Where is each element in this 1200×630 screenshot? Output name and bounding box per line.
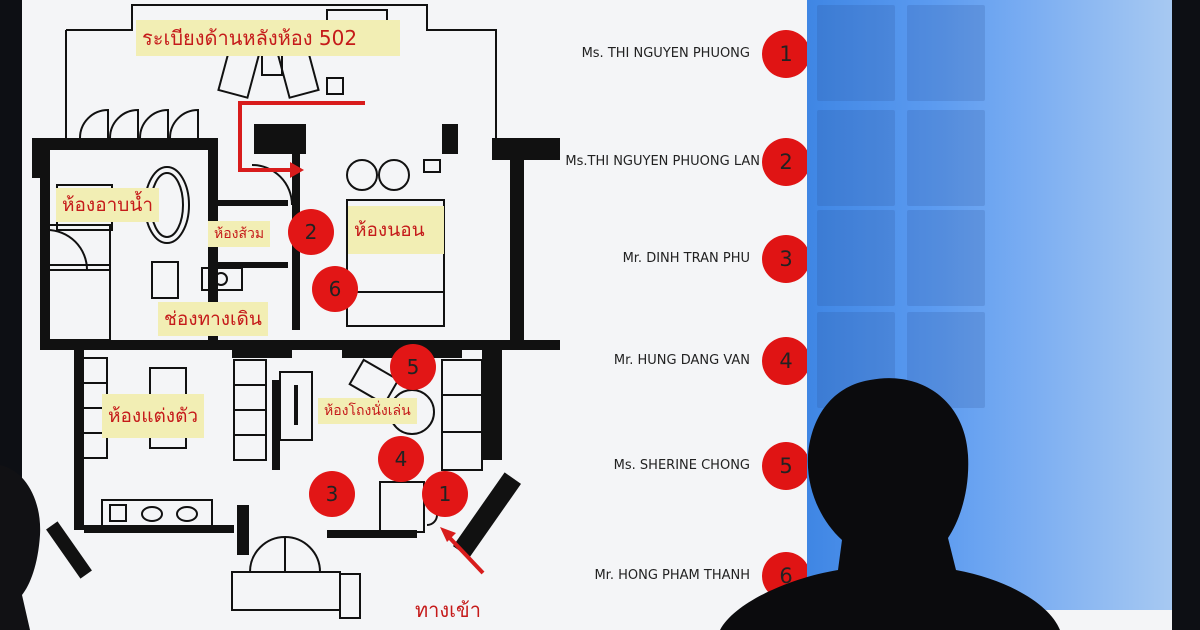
victim-legend: Ms. THI NGUYEN PHUONG 1 Ms.THI NGUYEN PH… bbox=[562, 0, 812, 630]
legend-name: Ms. THI NGUYEN PHUONG bbox=[581, 46, 750, 61]
legend-number-badge: 3 bbox=[762, 235, 810, 283]
plan-marker-6: 6 bbox=[312, 266, 358, 312]
balcony-label: ระเบียงด้านหลังห้อง 502 bbox=[136, 20, 400, 56]
legend-number-badge: 2 bbox=[762, 138, 810, 186]
viewer-silhouette bbox=[720, 378, 1060, 630]
legend-name: Mr. DINH TRAN PHU bbox=[622, 251, 750, 266]
legend-number-badge: 4 bbox=[762, 337, 810, 385]
legend-name: Mr. HUNG DANG VAN bbox=[613, 353, 750, 368]
viewer-silhouette-left bbox=[0, 465, 41, 630]
plan-marker-2: 2 bbox=[288, 209, 334, 255]
bedroom-label: ห้องนอน bbox=[348, 206, 444, 254]
faded-photo bbox=[817, 110, 895, 206]
faded-photo bbox=[907, 110, 985, 206]
faded-photo bbox=[817, 210, 895, 306]
entrance-label: ทางเข้า bbox=[415, 598, 481, 622]
presentation-screen: ระเบียงด้านหลังห้อง 502 ห้องอาบน้ำ ห้องส… bbox=[22, 0, 1172, 630]
photo-panel bbox=[807, 0, 1172, 610]
hallway-label: ช่องทางเดิน bbox=[158, 302, 268, 336]
legend-row: Mr. HUNG DANG VAN 4 bbox=[562, 337, 810, 389]
legend-row: Ms. THI NGUYEN PHUONG 1 bbox=[562, 30, 810, 82]
legend-name: Ms. SHERINE CHONG bbox=[613, 458, 750, 473]
toilet-label: ห้องส้วม bbox=[208, 221, 271, 247]
plan-marker-3: 3 bbox=[309, 471, 355, 517]
plan-marker-5: 5 bbox=[390, 344, 436, 390]
legend-name: Ms.THI NGUYEN PHUONG LAN bbox=[565, 154, 760, 169]
living-room-label: ห้องโถงนั่งเล่น bbox=[318, 398, 417, 424]
legend-number-badge: 5 bbox=[762, 442, 810, 490]
legend-row: Ms. SHERINE CHONG 5 bbox=[562, 442, 810, 494]
plan-marker-4: 4 bbox=[378, 436, 424, 482]
bathroom-label: ห้องอาบน้ำ bbox=[56, 188, 160, 222]
dressing-room-label: ห้องแต่งตัว bbox=[102, 394, 205, 438]
legend-number-badge: 1 bbox=[762, 30, 810, 78]
faded-photo bbox=[907, 5, 985, 101]
legend-row: Mr. DINH TRAN PHU 3 bbox=[562, 235, 810, 287]
floor-plan bbox=[32, 4, 560, 619]
faded-photo bbox=[907, 210, 985, 306]
legend-row: Ms.THI NGUYEN PHUONG LAN 2 bbox=[562, 138, 810, 190]
plan-marker-1: 1 bbox=[422, 471, 468, 517]
legend-name: Mr. HONG PHAM THANH bbox=[594, 568, 750, 583]
faded-photo bbox=[817, 5, 895, 101]
